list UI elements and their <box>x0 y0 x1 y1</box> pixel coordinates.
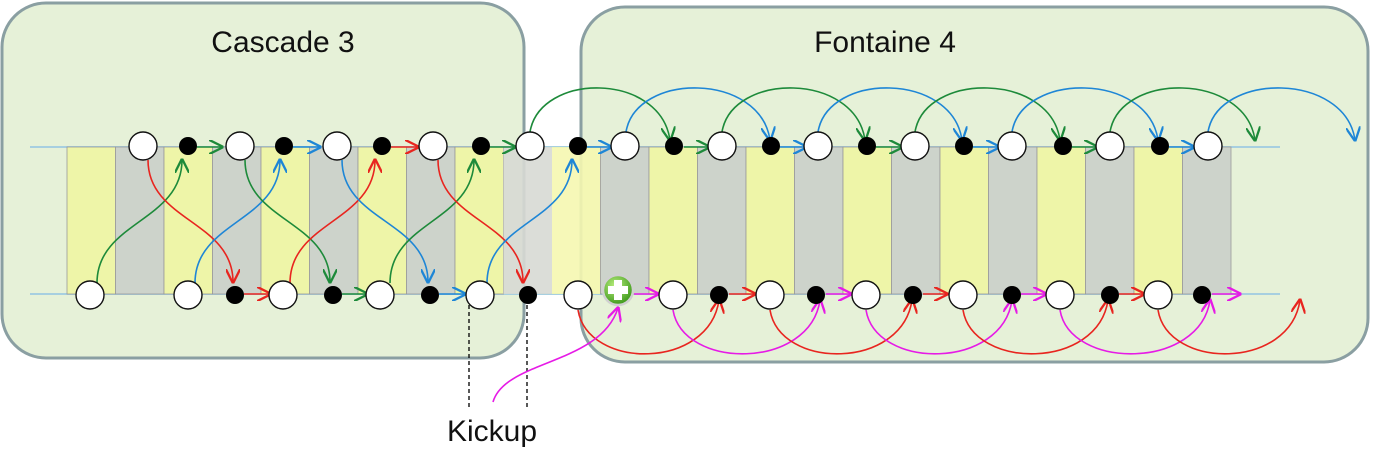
beat-stripe <box>697 146 747 295</box>
open-catch-ball <box>465 280 495 310</box>
beat-stripe <box>891 146 941 295</box>
solid-catch-ball <box>762 137 780 155</box>
open-catch-ball <box>75 280 105 310</box>
solid-catch-ball <box>421 286 439 304</box>
throw-arc <box>1109 87 1255 140</box>
beat-stripe <box>939 146 989 295</box>
throw-arc <box>96 160 182 284</box>
open-catch-ball <box>563 280 593 310</box>
beat-stripe <box>745 146 795 295</box>
solid-catch-ball <box>519 286 537 304</box>
beat-stripe <box>212 146 262 295</box>
open-catch-ball <box>658 280 688 310</box>
open-catch-ball <box>1045 280 1075 310</box>
throw-arc <box>817 87 962 140</box>
open-catch-ball <box>365 280 395 310</box>
cascade-title: Cascade 3 <box>211 26 354 59</box>
solid-catch-ball <box>373 137 391 155</box>
beat-stripe <box>260 146 310 295</box>
beat-stripe <box>988 146 1038 295</box>
beat-stripe <box>648 146 698 295</box>
open-catch-ball <box>515 131 545 161</box>
throw-arc <box>962 300 1108 355</box>
solid-catch-ball <box>275 137 293 155</box>
solid-catch-ball <box>1054 137 1072 155</box>
beat-stripe <box>503 147 552 294</box>
solid-catch-ball <box>1151 137 1169 155</box>
solid-catch-ball <box>179 137 197 155</box>
kickup-throw-arrow <box>492 308 618 403</box>
open-catch-ball <box>900 131 930 161</box>
throw-arc <box>147 159 233 282</box>
throw-arc <box>625 87 770 140</box>
open-catch-ball <box>418 131 448 161</box>
beat-stripe <box>66 146 116 295</box>
throw-arc <box>437 159 523 282</box>
beat-stripe <box>1133 146 1183 295</box>
throw-arc <box>194 160 280 284</box>
solid-catch-ball <box>710 286 728 304</box>
throw-arc <box>577 300 719 355</box>
throw-arc <box>672 300 820 355</box>
beat-stripe <box>1182 146 1232 295</box>
solid-catch-ball <box>807 286 825 304</box>
throw-arc <box>244 159 330 282</box>
beat-stripe <box>842 146 892 295</box>
open-catch-ball <box>755 280 785 310</box>
throw-arc <box>1059 300 1210 355</box>
beat-stripes <box>66 146 1232 295</box>
open-catch-ball <box>803 131 833 161</box>
solid-catch-ball <box>472 137 490 155</box>
open-catch-ball <box>948 280 978 310</box>
throw-arc <box>1157 300 1300 355</box>
open-catch-ball <box>1193 131 1223 161</box>
beat-stripe <box>163 146 213 295</box>
throw-arc <box>389 160 474 284</box>
open-catch-ball <box>173 280 203 310</box>
throw-arc <box>486 160 572 284</box>
solid-catch-ball <box>569 137 587 155</box>
open-catch-ball <box>851 280 881 310</box>
solid-catch-ball <box>1101 286 1119 304</box>
beat-stripe <box>794 146 844 295</box>
open-catch-ball <box>997 131 1027 161</box>
beat-stripe <box>552 147 601 294</box>
solid-catch-ball <box>226 286 244 304</box>
open-catch-ball <box>707 131 737 161</box>
throw-arc <box>914 87 1060 140</box>
open-catch-ball <box>225 131 255 161</box>
solid-catch-ball <box>1193 286 1211 304</box>
solid-catch-ball <box>858 137 876 155</box>
throw-arc <box>341 159 428 282</box>
throw-arc <box>529 87 670 140</box>
solid-catch-ball <box>904 286 922 304</box>
throw-arc <box>1011 87 1158 140</box>
kickup-label: Kickup <box>447 415 537 448</box>
open-catch-ball <box>1143 280 1173 310</box>
open-catch-ball <box>1095 131 1125 161</box>
throw-arc <box>1207 87 1355 140</box>
solid-catch-ball <box>1003 286 1021 304</box>
plus-circle-icon <box>601 273 635 307</box>
open-catch-ball <box>268 280 298 310</box>
fountain-title: Fontaine 4 <box>814 26 956 59</box>
throw-arc <box>721 87 865 140</box>
beat-stripe <box>600 146 650 295</box>
solid-catch-ball <box>324 286 342 304</box>
beat-stripe <box>357 146 407 295</box>
beat-stripe <box>1036 146 1086 295</box>
catch-points <box>75 131 1223 310</box>
throw-arc <box>289 160 375 284</box>
beat-stripe <box>1085 146 1135 295</box>
solid-catch-ball <box>665 137 683 155</box>
open-catch-ball <box>610 131 640 161</box>
solid-catch-ball <box>955 137 973 155</box>
throw-arc <box>865 300 1012 355</box>
throw-arcs <box>96 87 1355 355</box>
beat-stripe <box>406 146 456 295</box>
open-catch-ball <box>322 131 352 161</box>
open-catch-ball <box>128 131 158 161</box>
throw-arc <box>769 300 912 355</box>
